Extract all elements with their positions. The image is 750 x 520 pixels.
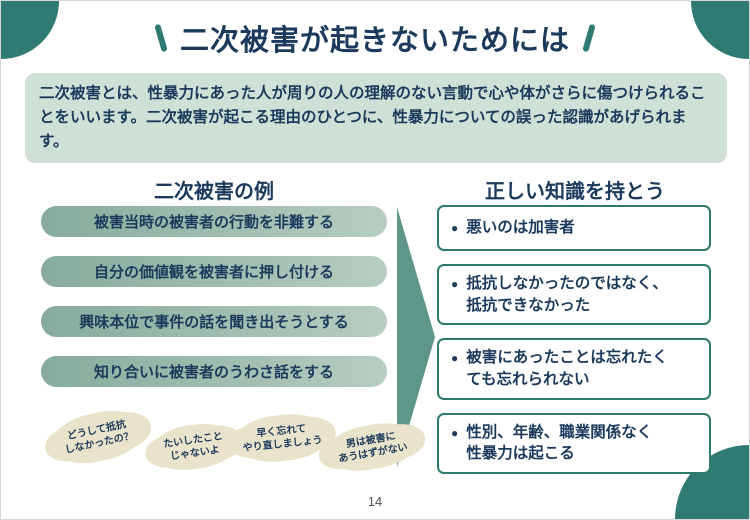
knowledge-item-2: ● 抵抗しなかったのではなく、 抵抗できなかった <box>437 264 711 326</box>
left-column-heading: 二次被害の例 <box>154 181 274 203</box>
example-item-3: 興味本位で事件の話を聞き出そうとする <box>41 306 387 337</box>
knowledge-text-4: 性別、年齢、職業関係なく 性暴力は起こる <box>466 423 653 463</box>
title-row: 二次被害が起きないためには <box>1 17 749 59</box>
knowledge-text-2: 抵抗しなかったのではなく、 抵抗できなかった <box>466 275 668 314</box>
intro-text: 二次被害とは、性暴力にあった人が周りの人の理解のない言動で心や体がさらに傷つけら… <box>39 85 706 151</box>
example-item-4: 知り合いに被害者のうわさ話をする <box>41 356 387 387</box>
knowledge-item-1: ● 悪いのは加害者 <box>437 205 711 251</box>
knowledge-item-3: ● 被害にあったことは忘れたく ても忘れられない <box>437 338 711 400</box>
bullet-icon: ● <box>451 351 459 366</box>
title-accent-right <box>582 23 596 53</box>
right-column-heading: 正しい知識を持とう <box>485 181 665 203</box>
example-item-1: 被害当時の被害者の行動を非難する <box>41 206 387 237</box>
secondary-harm-examples-list: 被害当時の被害者の行動を非難する 自分の価値観を被害者に押し付ける 興味本位で事… <box>41 206 387 387</box>
knowledge-text-3: 被害にあったことは忘れたく ても忘れられない <box>466 349 668 389</box>
knowledge-item-4: ● 性別、年齢、職業関係なく 性暴力は起こる <box>437 412 711 475</box>
title-accent-left <box>154 23 168 53</box>
example-item-2: 自分の価値観を被害者に押し付ける <box>41 256 387 287</box>
page-title: 二次被害が起きないためには <box>179 25 570 57</box>
speech-bubble-text-3: 早く忘れて やり直しましょう <box>242 422 324 455</box>
speech-bubble-text-1: どうして抵抗 しなかったの？ <box>63 418 135 457</box>
correct-knowledge-list: ● 悪いのは加害者 ● 抵抗しなかったのではなく、 抵抗できなかった ● 被害に… <box>437 205 711 475</box>
speech-bubble-text-2: たいしたこと じゃないよ <box>162 430 224 463</box>
speech-bubble-4: 男は被害に あうはずがない <box>321 417 423 477</box>
bullet-icon: ● <box>451 277 459 291</box>
page-number: 14 <box>367 494 383 509</box>
intro-box: 二次被害とは、性暴力にあった人が周りの人の理解のない言動で心や体がさらに傷つけら… <box>25 73 727 164</box>
bullet-icon: ● <box>451 221 459 236</box>
speech-bubble-2: たいしたこと じゃないよ <box>148 419 240 475</box>
speech-bubble-text-4: 男は被害に あうはずがない <box>337 430 409 465</box>
bullet-icon: ● <box>451 425 459 440</box>
speech-bubble-1: どうして抵抗 しなかったの？ <box>47 403 149 471</box>
speech-bubble-3: 早く忘れて やり直しましょう <box>232 410 332 466</box>
knowledge-text-1: 悪いのは加害者 <box>466 219 575 237</box>
